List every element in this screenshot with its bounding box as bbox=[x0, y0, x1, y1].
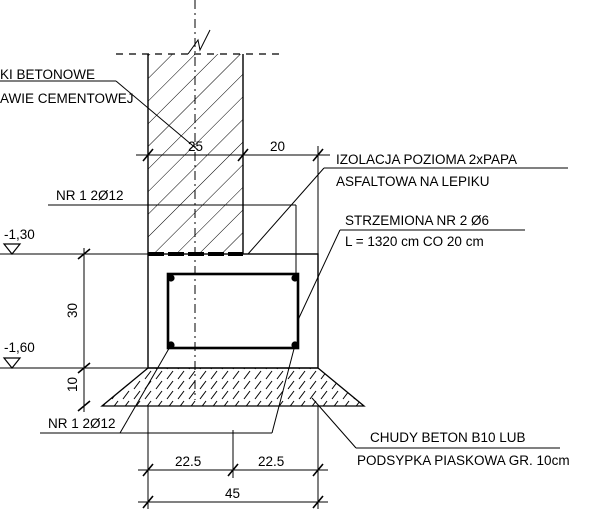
insulation-label-line1: IZOLACJA POZIOMA 2xPAPA bbox=[336, 152, 517, 167]
dim-tick bbox=[77, 400, 91, 412]
lean-concrete-leader bbox=[311, 397, 357, 449]
stirrup-label-line1: STRZEMIONA NR 2 Ø6 bbox=[345, 213, 489, 228]
stirrup-label-line2: L = 1320 cm CO 20 cm bbox=[345, 234, 484, 249]
level-bottom-label: -1,60 bbox=[4, 340, 35, 355]
dim-22-5-left-label: 22.5 bbox=[175, 454, 201, 469]
dim-10-label: 10 bbox=[65, 377, 80, 392]
lean-concrete-label-line1: CHUDY BETON B10 LUB bbox=[370, 430, 526, 445]
level-top-label: -1,30 bbox=[4, 227, 35, 242]
stirrup-leader bbox=[297, 229, 341, 321]
rebar-dot bbox=[167, 274, 175, 282]
level-bottom-marker bbox=[2, 357, 22, 369]
dim-tick bbox=[142, 463, 154, 477]
bar-bottom-leader-right bbox=[271, 344, 296, 434]
dim-22-5-right-label: 22.5 bbox=[258, 454, 284, 469]
break-symbol bbox=[187, 29, 211, 55]
bar-top-label: NR 1 2Ø12 bbox=[56, 188, 124, 203]
dim-tick bbox=[227, 463, 239, 477]
dim-25-label: 25 bbox=[188, 139, 203, 154]
dim-tick bbox=[237, 148, 249, 162]
dim-tick bbox=[142, 148, 154, 162]
insulation-label-line2: ASFALTOWA NA LEPIKU bbox=[336, 174, 490, 189]
level-top-marker bbox=[2, 243, 22, 255]
dim-tick bbox=[77, 248, 91, 260]
wall-hatch bbox=[148, 54, 243, 254]
lean-concrete-label-line2: PODSYPKA PIASKOWA GR. 10cm bbox=[357, 453, 570, 468]
wall-label-leader bbox=[115, 80, 199, 151]
dim-30-label: 30 bbox=[65, 303, 80, 318]
stirrup bbox=[166, 272, 300, 350]
rebar-dot bbox=[291, 274, 299, 282]
dim-45-label: 45 bbox=[225, 486, 240, 501]
dim-20-label: 20 bbox=[270, 139, 285, 154]
wall-label-line2: AWIE CEMENTOWEJ bbox=[0, 91, 134, 106]
dim-tick bbox=[77, 362, 91, 374]
insulation-leader bbox=[247, 167, 325, 255]
bar-bottom-label: NR 1 2Ø12 bbox=[48, 416, 116, 431]
dim-tick bbox=[312, 463, 324, 477]
wall-label-line1: KI BETONOWE bbox=[0, 67, 95, 82]
lean-concrete-layer bbox=[100, 367, 366, 407]
bar-bottom-leader-left bbox=[119, 344, 172, 434]
footing-outline bbox=[147, 253, 319, 369]
dim-tick bbox=[312, 495, 324, 509]
dim-tick bbox=[142, 495, 154, 509]
